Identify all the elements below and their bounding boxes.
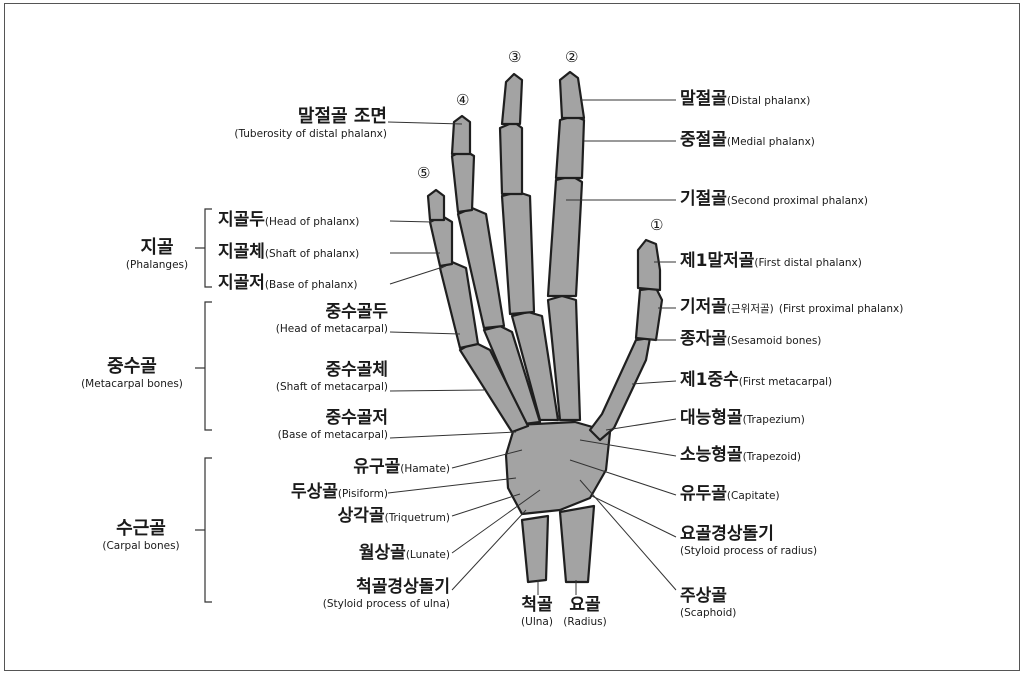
thumb-proximal xyxy=(636,288,662,340)
label-base-of-phalanx: 지골저(Base of phalanx) xyxy=(218,275,357,292)
finger2-proximal xyxy=(548,176,582,296)
label-radius: 요골 (Radius) xyxy=(556,597,614,628)
label-sesamoid-bones: 종자골(Sesamoid bones) xyxy=(680,331,821,348)
finger-number-3: ③ xyxy=(508,50,521,65)
label-second-proximal-phalanx: 기절골(Second proximal phalanx) xyxy=(680,191,868,208)
label-trapezium: 대능형골(Trapezium) xyxy=(680,410,805,427)
label-hamate: 유구골(Hamate) xyxy=(353,459,450,476)
label-triquetrum: 상각골(Triquetrum) xyxy=(338,508,450,525)
radius-bone xyxy=(560,506,594,582)
finger5-medial xyxy=(430,216,452,266)
thumb-distal xyxy=(638,240,660,290)
finger3-proximal xyxy=(502,192,534,314)
finger-number-1: ① xyxy=(650,218,663,233)
finger2-distal xyxy=(560,72,584,118)
finger-number-4: ④ xyxy=(456,93,469,108)
label-tuberosity: 말절골 조면 (Tuberosity of distal phalanx) xyxy=(234,108,387,140)
label-first-metacarpal: 제1중수(First metacarpal) xyxy=(680,372,832,389)
label-lunate: 월상골(Lunate) xyxy=(359,545,450,562)
group-phalanges: 지골 (Phalanges) xyxy=(118,239,196,271)
label-styloid-ulna: 척골경상돌기 (Styloid process of ulna) xyxy=(323,579,450,610)
label-trapezoid: 소능형골(Trapezoid) xyxy=(680,447,801,464)
finger-number-2: ② xyxy=(565,50,578,65)
label-scaphoid: 주상골 (Scaphoid) xyxy=(680,588,736,619)
label-head-of-phalanx: 지골두(Head of phalanx) xyxy=(218,212,359,229)
finger-number-5: ⑤ xyxy=(417,166,430,181)
finger4-medial xyxy=(452,150,474,212)
group-metacarpal: 중수골 (Metacarpal bones) xyxy=(70,358,194,390)
finger3-medial xyxy=(500,122,522,194)
label-medial-phalanx: 중절골(Medial phalanx) xyxy=(680,132,815,149)
label-distal-phalanx: 말절골(Distal phalanx) xyxy=(680,91,810,108)
label-first-proximal-phalanx: 기저골(근위저골) (First proximal phalanx) xyxy=(680,299,903,316)
label-head-of-metacarpal: 중수골두 (Head of metacarpal) xyxy=(276,304,388,335)
group-brackets xyxy=(195,209,212,602)
label-shaft-of-phalanx: 지골체(Shaft of phalanx) xyxy=(218,244,359,261)
group-carpal: 수근골 (Carpal bones) xyxy=(88,520,194,552)
label-base-of-metacarpal: 중수골저 (Base of metacarpal) xyxy=(278,410,388,441)
finger4-distal xyxy=(452,116,470,154)
label-shaft-of-metacarpal: 중수골체 (Shaft of metacarpal) xyxy=(276,362,388,393)
label-first-distal-phalanx: 제1말저골(First distal phalanx) xyxy=(680,253,862,270)
finger5-distal xyxy=(428,190,444,220)
finger3-distal xyxy=(502,74,522,124)
ulna-bone xyxy=(522,516,548,582)
label-pisiform: 두상골(Pisiform) xyxy=(291,484,388,501)
label-capitate: 유두골(Capitate) xyxy=(680,486,780,503)
finger2-medial xyxy=(556,116,584,178)
label-styloid-radius: 요골경상돌기 (Styloid process of radius) xyxy=(680,526,817,557)
